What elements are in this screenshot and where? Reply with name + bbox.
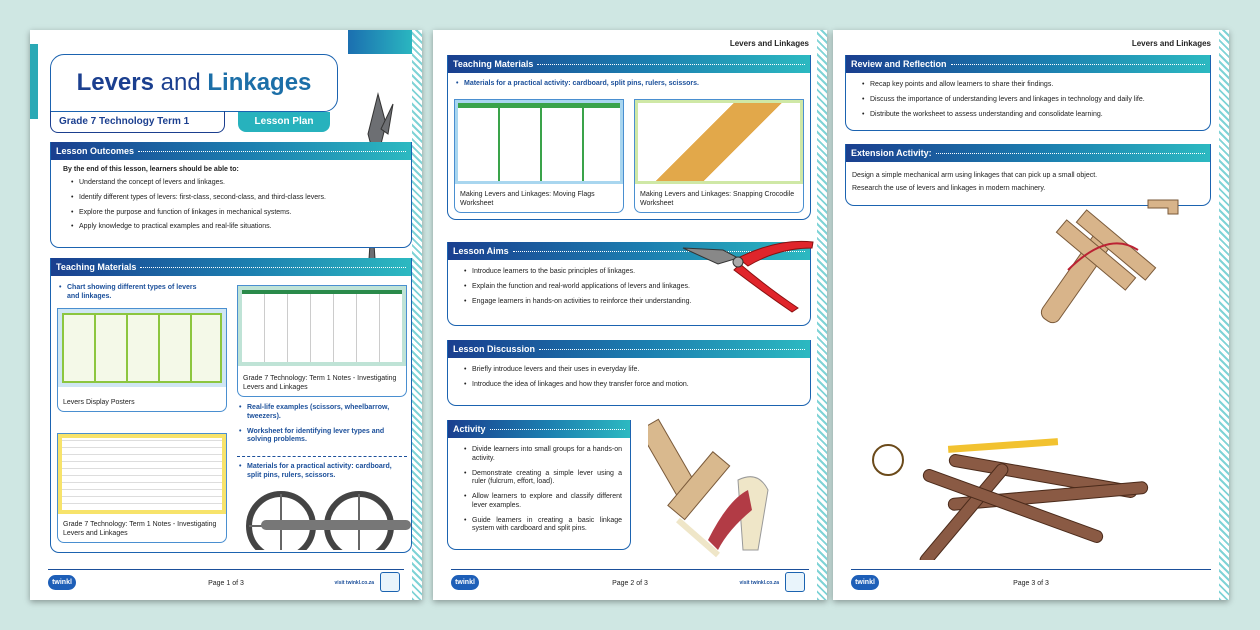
list-item: Demonstrate creating a simple lever usin… [462, 470, 622, 488]
resource-card[interactable]: Making Levers and Linkages: Moving Flags… [454, 99, 624, 213]
list-item: Explore the purpose and function of link… [69, 209, 351, 218]
list-item: Materials for a practical activity: card… [454, 80, 804, 89]
subtitle: Grade 7 Technology Term 1 [50, 111, 225, 133]
section-heading: Teaching Materials [453, 59, 534, 69]
divider [237, 456, 407, 457]
page-number: Page 1 of 3 [208, 580, 244, 587]
quality-badge-icon [380, 572, 400, 592]
extension-section: Extension Activity: Design a simple mech… [845, 144, 1211, 206]
twinkl-logo: twinkl [851, 575, 879, 590]
section-heading: Extension Activity: [851, 148, 932, 158]
footer-rule [851, 569, 1211, 570]
list-item: Identify different types of levers: firs… [69, 194, 351, 203]
review-section: Review and Reflection Recap key points a… [845, 55, 1211, 131]
footer-rule [451, 569, 809, 570]
resource-card[interactable]: Levers Display Posters [57, 308, 227, 412]
section-heading: Review and Reflection [851, 59, 947, 69]
card-title: Making Levers and Linkages: Snapping Cro… [640, 190, 795, 207]
extension-line: Research the use of levers and linkages … [852, 185, 1046, 193]
section-heading: Lesson Outcomes [56, 146, 135, 156]
list-item: Materials for a practical activity: card… [237, 463, 407, 481]
extension-line: Design a simple mechanical arm using lin… [852, 172, 1098, 179]
section-heading: Activity [453, 424, 486, 434]
teaching-materials-section: Teaching Materials Materials for a pract… [447, 55, 811, 220]
outcomes-intro: By the end of this lesson, learners shou… [63, 166, 239, 173]
list-item: Divide learners into small groups for a … [462, 446, 622, 464]
page-2: Levers and Linkages Teaching Materials M… [433, 30, 827, 600]
list-item: Engage learners in hands-on activities t… [462, 298, 796, 307]
running-header: Levers and Linkages [729, 39, 809, 48]
page-title: Levers and Linkages [76, 69, 312, 96]
card-title: Grade 7 Technology: Term 1 Notes - Inves… [243, 374, 397, 391]
section-heading: Teaching Materials [56, 262, 137, 272]
card-title: Levers Display Posters [63, 398, 135, 406]
page-number: Page 3 of 3 [1013, 580, 1049, 587]
lesson-discussion-section: Lesson Discussion Briefly introduce leve… [447, 340, 811, 406]
list-item: Explain the function and real-world appl… [462, 283, 796, 292]
lesson-outcomes-section: Lesson Outcomes By the end of this lesso… [50, 142, 412, 248]
footer-link[interactable]: visit twinkl.co.za [739, 580, 779, 586]
list-item: Introduce the idea of linkages and how t… [462, 381, 796, 390]
resource-card[interactable]: Grade 7 Technology: Term 1 Notes - Inves… [237, 285, 407, 397]
accent-bar [30, 44, 38, 119]
footer-rule [48, 569, 404, 570]
craft-sticks-icon [872, 438, 1149, 560]
twinkl-logo: twinkl [48, 575, 76, 590]
lesson-plan-tag: Lesson Plan [238, 112, 330, 132]
card-title: Making Levers and Linkages: Moving Flags… [460, 190, 595, 207]
section-heading: Lesson Aims [453, 246, 509, 256]
twinkl-logo: twinkl [451, 575, 479, 590]
list-item: Discuss the importance of understanding … [860, 96, 1196, 105]
list-item: Understand the concept of levers and lin… [69, 179, 351, 188]
list-item: Apply knowledge to practical examples an… [69, 223, 351, 232]
arm-linkage-icon [648, 418, 769, 558]
running-header: Levers and Linkages [1131, 39, 1211, 48]
pliers-icon [682, 240, 814, 313]
accent-block [348, 30, 412, 54]
train-wheels-icon [246, 491, 411, 550]
quality-badge-icon [785, 572, 805, 592]
page-number: Page 2 of 3 [612, 580, 648, 587]
resource-card[interactable]: Grade 7 Technology: Term 1 Notes - Inves… [57, 433, 227, 543]
list-item: Chart showing different types of levers … [57, 284, 207, 302]
list-item: Briefly introduce levers and their uses … [462, 366, 796, 375]
footer-link[interactable]: visit twinkl.co.za [334, 580, 374, 586]
list-item: Distribute the worksheet to assess under… [860, 111, 1196, 120]
list-item: Worksheet for identifying lever types an… [237, 428, 407, 446]
title-box: Levers and Linkages [50, 54, 338, 112]
activity-section: Activity Divide learners into small grou… [447, 420, 631, 550]
section-heading: Lesson Discussion [453, 344, 536, 354]
page-3: Levers and Linkages Review and Reflectio… [833, 30, 1229, 600]
card-title: Grade 7 Technology: Term 1 Notes - Inves… [63, 520, 217, 537]
teaching-materials-section: Teaching Materials Chart showing differe… [50, 258, 412, 553]
list-item: Allow learners to explore and classify d… [462, 493, 622, 511]
list-item: Introduce learners to the basic principl… [462, 268, 796, 277]
resource-card[interactable]: Making Levers and Linkages: Snapping Cro… [634, 99, 804, 213]
list-item: Guide learners in creating a basic linka… [462, 517, 622, 535]
page-1: Levers and Linkages Grade 7 Technology T… [30, 30, 422, 600]
list-item: Real-life examples (scissors, wheelbarro… [237, 404, 407, 422]
list-item: Recap key points and allow learners to s… [860, 81, 1196, 90]
mechanical-arm-icon [1040, 199, 1179, 324]
